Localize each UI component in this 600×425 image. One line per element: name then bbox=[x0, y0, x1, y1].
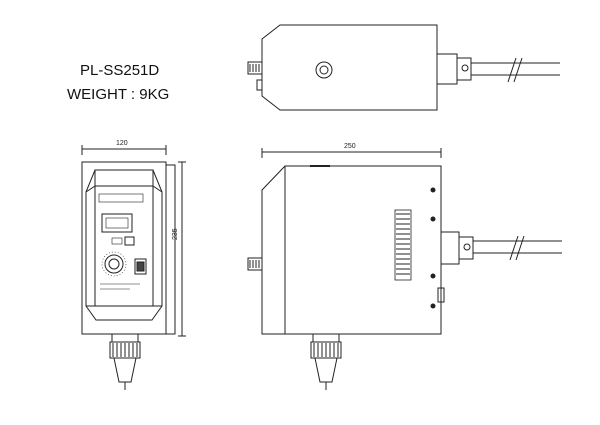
top-view bbox=[247, 24, 560, 111]
length-dimension-label: 250 bbox=[344, 143, 356, 150]
width-dimension-label: 120 bbox=[116, 140, 128, 147]
front-view bbox=[81, 145, 186, 390]
side-view bbox=[247, 148, 562, 390]
weight-label: WEIGHT : 9KG bbox=[67, 86, 170, 103]
model-label: PL-SS251D bbox=[80, 62, 160, 79]
